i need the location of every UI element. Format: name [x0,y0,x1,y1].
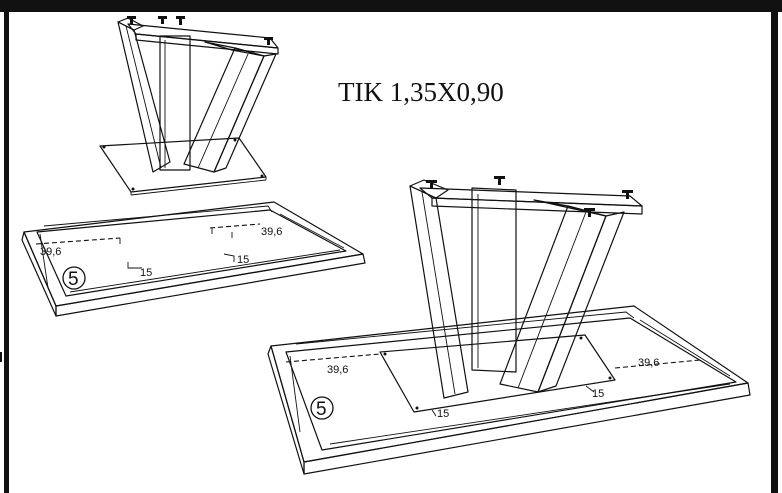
clip-icon [264,37,273,45]
clip-icon [127,16,136,24]
dimension-label: 39,6 [327,364,348,376]
left-leg-panel [117,21,171,173]
tabletop-surface [285,317,737,451]
left-leg-panel [409,185,469,399]
base-plate [99,137,267,193]
screw-hole [131,187,135,191]
dimension-label: 39,6 [261,226,282,238]
base-plate [379,334,616,413]
step-badge [62,266,86,290]
top-rail [419,187,643,207]
tabletop-edge [303,382,751,475]
leg-base-assembly [99,16,279,196]
step-number: 5 [316,399,327,420]
tabletop-surface [36,209,347,297]
offset-label: 15 [437,408,449,420]
dimension-label: 39,6 [40,246,61,258]
offset-label: 15 [592,388,604,400]
full-assembly: 39,6 39,6 15 15 5 [267,176,751,475]
screw-hole [233,138,237,142]
screw-hole [260,174,264,178]
offset-label: 15 [237,254,249,266]
back-panel [471,187,517,373]
offset-label: 15 [140,267,152,279]
screw-hole [102,145,106,149]
clip-icon [426,180,437,189]
step-badge [310,396,334,420]
clip-icon [494,176,505,185]
dimension-label: 39,6 [638,357,659,369]
back-panel [159,35,191,171]
tabletop-small: 39,6 39,6 15 15 5 [21,201,366,317]
clip-icon [584,208,595,217]
model-title: TIK 1,35X0,90 [338,77,504,107]
clip-icon [622,190,633,199]
tabletop-edge [55,253,366,317]
step-number: 5 [68,269,79,290]
clip-icon [158,16,167,24]
clip-icon [176,16,185,25]
